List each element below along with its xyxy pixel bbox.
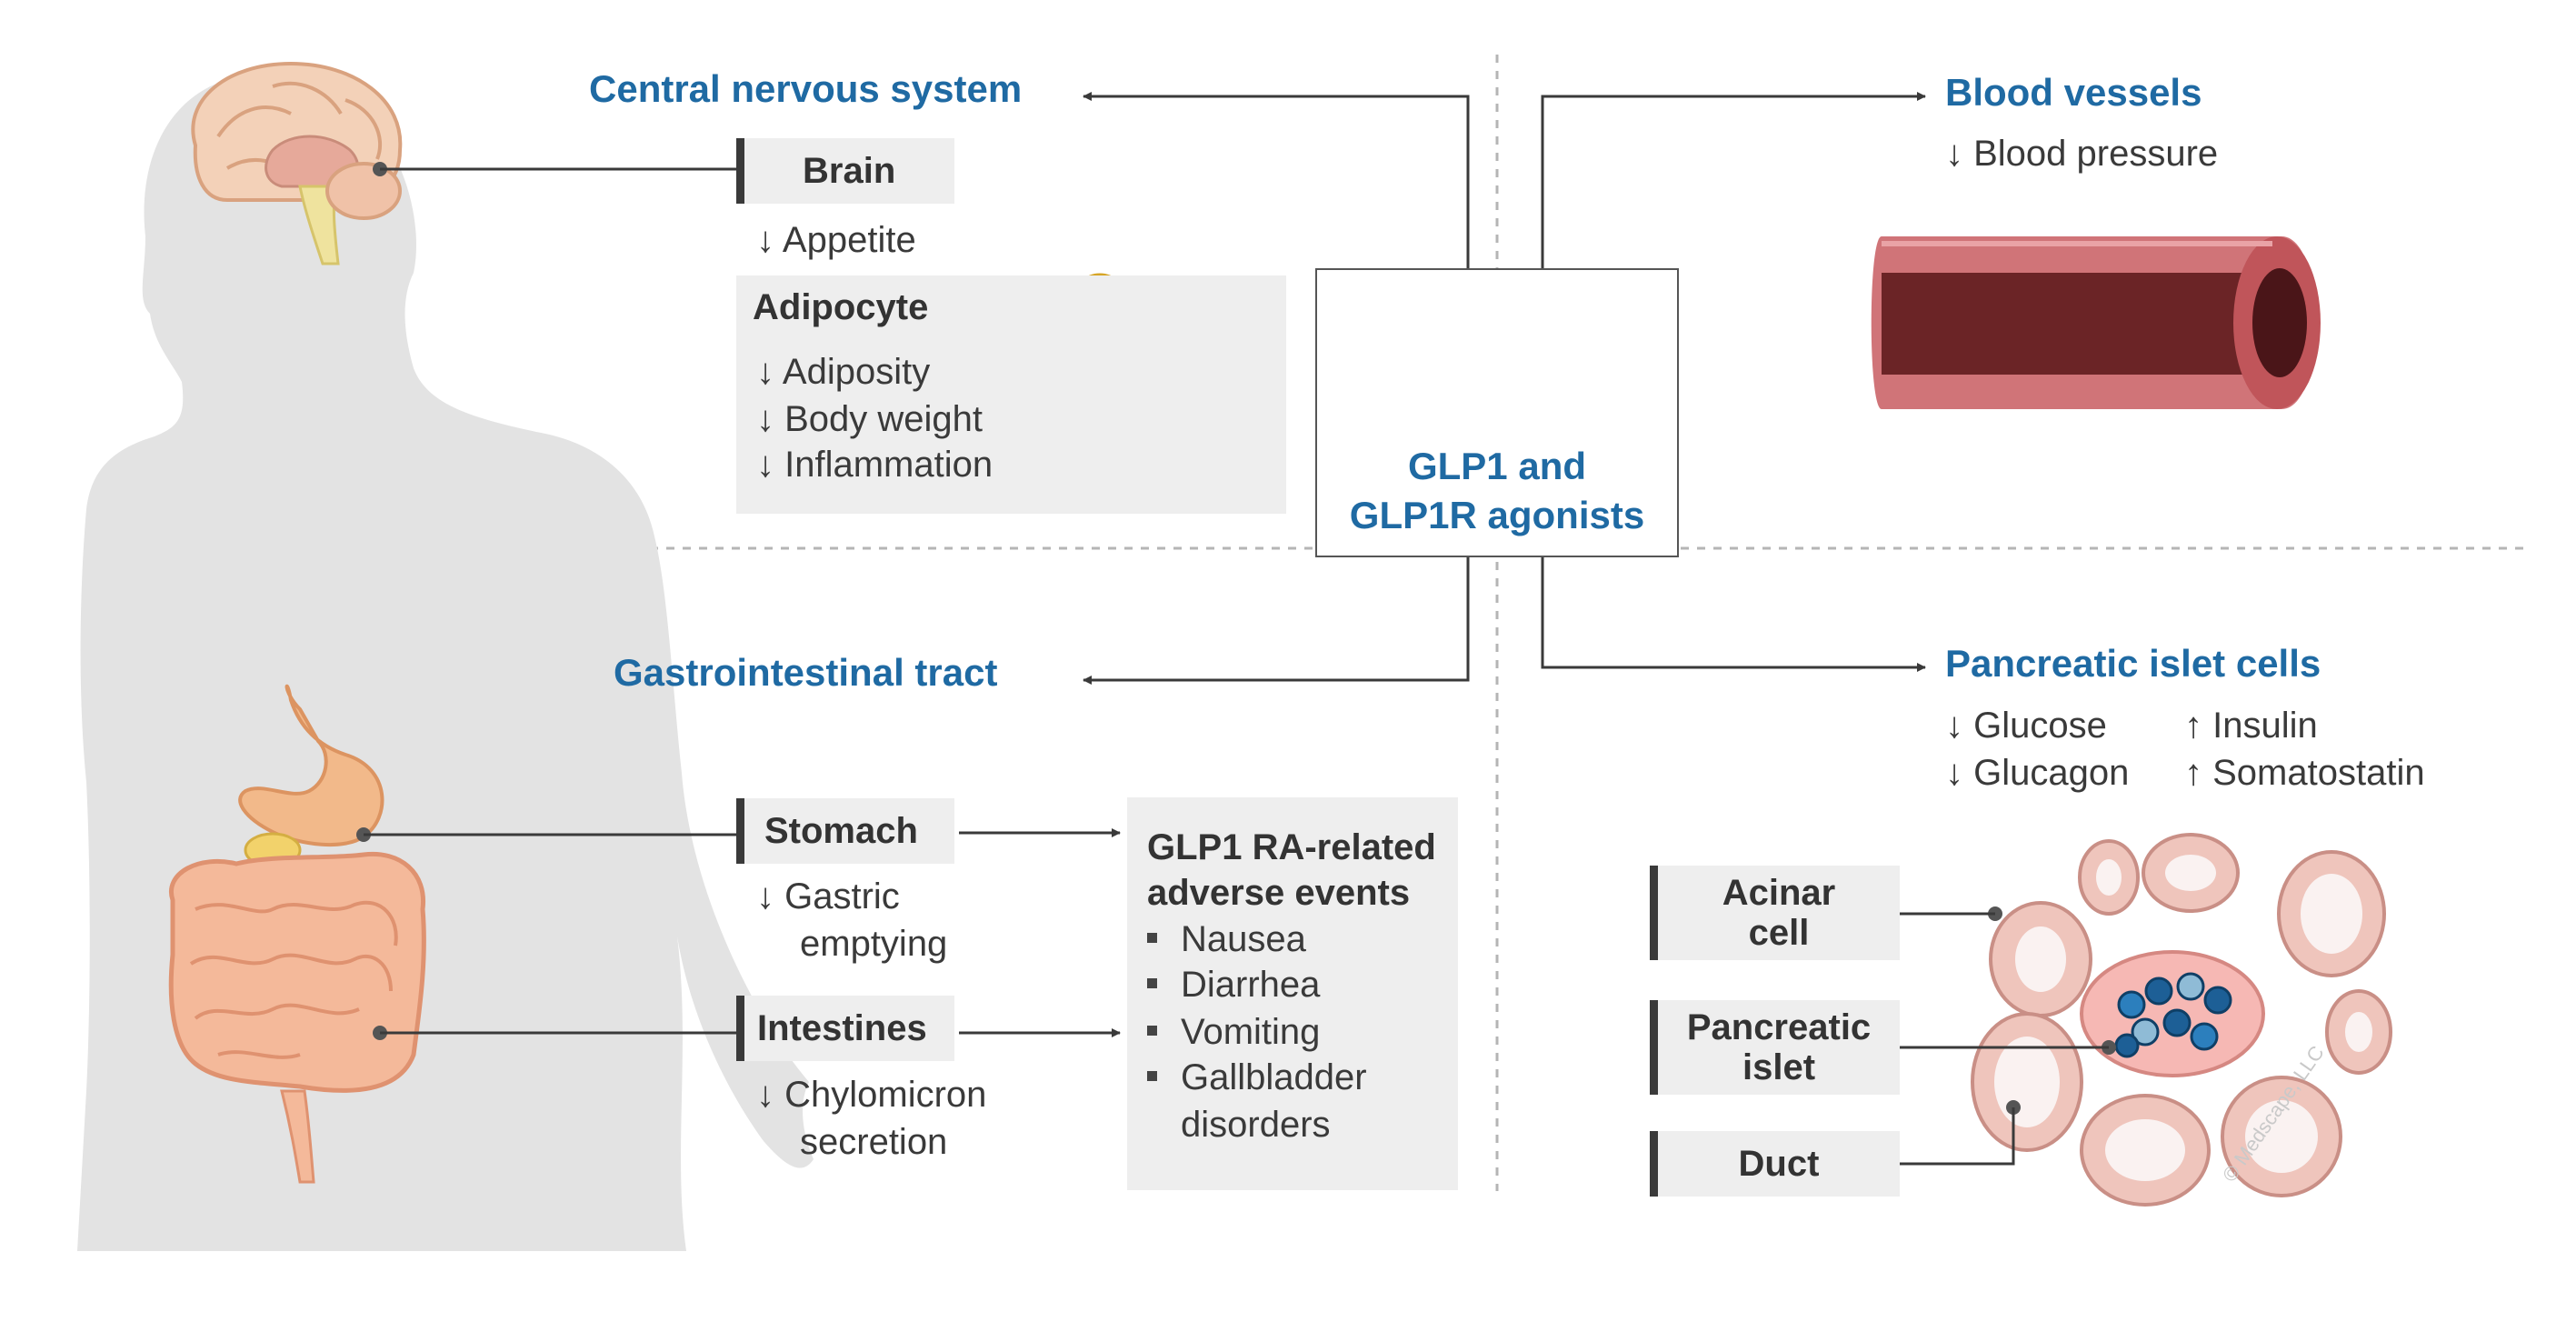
duct-label-text: Duct [1738,1144,1820,1184]
intestines-effect-1: ↓ Chylomicron [756,1075,987,1115]
stomach-label: Stomach [736,798,954,864]
adipocyte-effect-3: ↓ Inflammation [756,445,993,485]
adverse-item-gallbladder-line2: disorders [1181,1105,1331,1145]
pancreas-effect-glucose: ↓ Glucose [1945,706,2107,746]
stomach-effect-2: emptying [800,924,948,964]
acinar-label-line2: cell [1748,913,1810,953]
adipocyte-box: Adipocyte ↓ Adiposity ↓ Body weight ↓ In… [736,275,1286,514]
pancreas-effect-insulin: ↑ Insulin [2184,706,2318,746]
brain-label-text: Brain [803,150,896,191]
acinar-label-line1: Acinar [1722,873,1836,913]
islet-label-line1: Pancreatic [1686,1007,1872,1047]
adipocyte-title: Adipocyte [753,287,929,327]
adverse-title-line1: GLP1 RA-related [1147,827,1436,867]
acinar-cell-label: Acinar cell [1650,866,1900,960]
pancreatic-islet-label: Pancreatic islet [1650,1000,1900,1095]
adverse-title-line2: adverse events [1147,873,1411,913]
pancreas-title: Pancreatic islet cells [1945,642,2321,685]
digestive-system-icon [168,684,426,1184]
arrow-to-pancreas [1541,557,1926,672]
arrow-to-blood-vessels [1541,92,1926,268]
glp1-title-line1: GLP1 and [1407,445,1587,487]
brain-effect: ↓ Appetite [756,220,916,260]
brain-icon [191,61,403,265]
duct-label: Duct [1650,1131,1900,1197]
adverse-item-nausea: Nausea [1147,916,1306,963]
blood-vessels-title: Blood vessels [1945,71,2202,114]
arrow-to-gi [1083,557,1470,685]
adverse-item-diarrhea: Diarrhea [1147,961,1320,1008]
adipocyte-effect-2: ↓ Body weight [756,399,983,439]
adipocyte-effect-1: ↓ Adiposity [756,352,931,392]
blood-vessels-effect: ↓ Blood pressure [1945,134,2219,174]
brain-label: Brain [736,138,954,204]
adverse-item-gallbladder: Gallbladder [1147,1054,1367,1101]
cns-title: Central nervous system [589,67,1023,110]
pancreas-effect-glucagon: ↓ Glucagon [1945,753,2130,793]
intestines-label-text: Intestines [757,1007,927,1048]
islet-icon [2080,950,2265,1077]
blood-vessel-icon [1871,236,2321,409]
stomach-label-text: Stomach [764,810,918,851]
intestines-effect-2: secretion [800,1122,948,1162]
stomach-effect-1: ↓ Gastric [756,876,900,916]
duct-leader-line [1900,1107,2015,1166]
arrow-to-cns [1083,92,1470,268]
intestines-label: Intestines [736,996,954,1061]
adverse-item-vomiting: Vomiting [1147,1008,1320,1056]
glp1-center-box: GLP1 and GLP1R agonists [1315,268,1679,557]
gi-title: Gastrointestinal tract [614,651,998,694]
islet-label-line2: islet [1742,1047,1816,1087]
adverse-events-box: GLP1 RA-related adverse events Nausea Di… [1127,797,1458,1190]
glp1-title-line2: GLP1R agonists [1349,494,1645,536]
pancreas-effect-somatostatin: ↑ Somatostatin [2184,753,2425,793]
